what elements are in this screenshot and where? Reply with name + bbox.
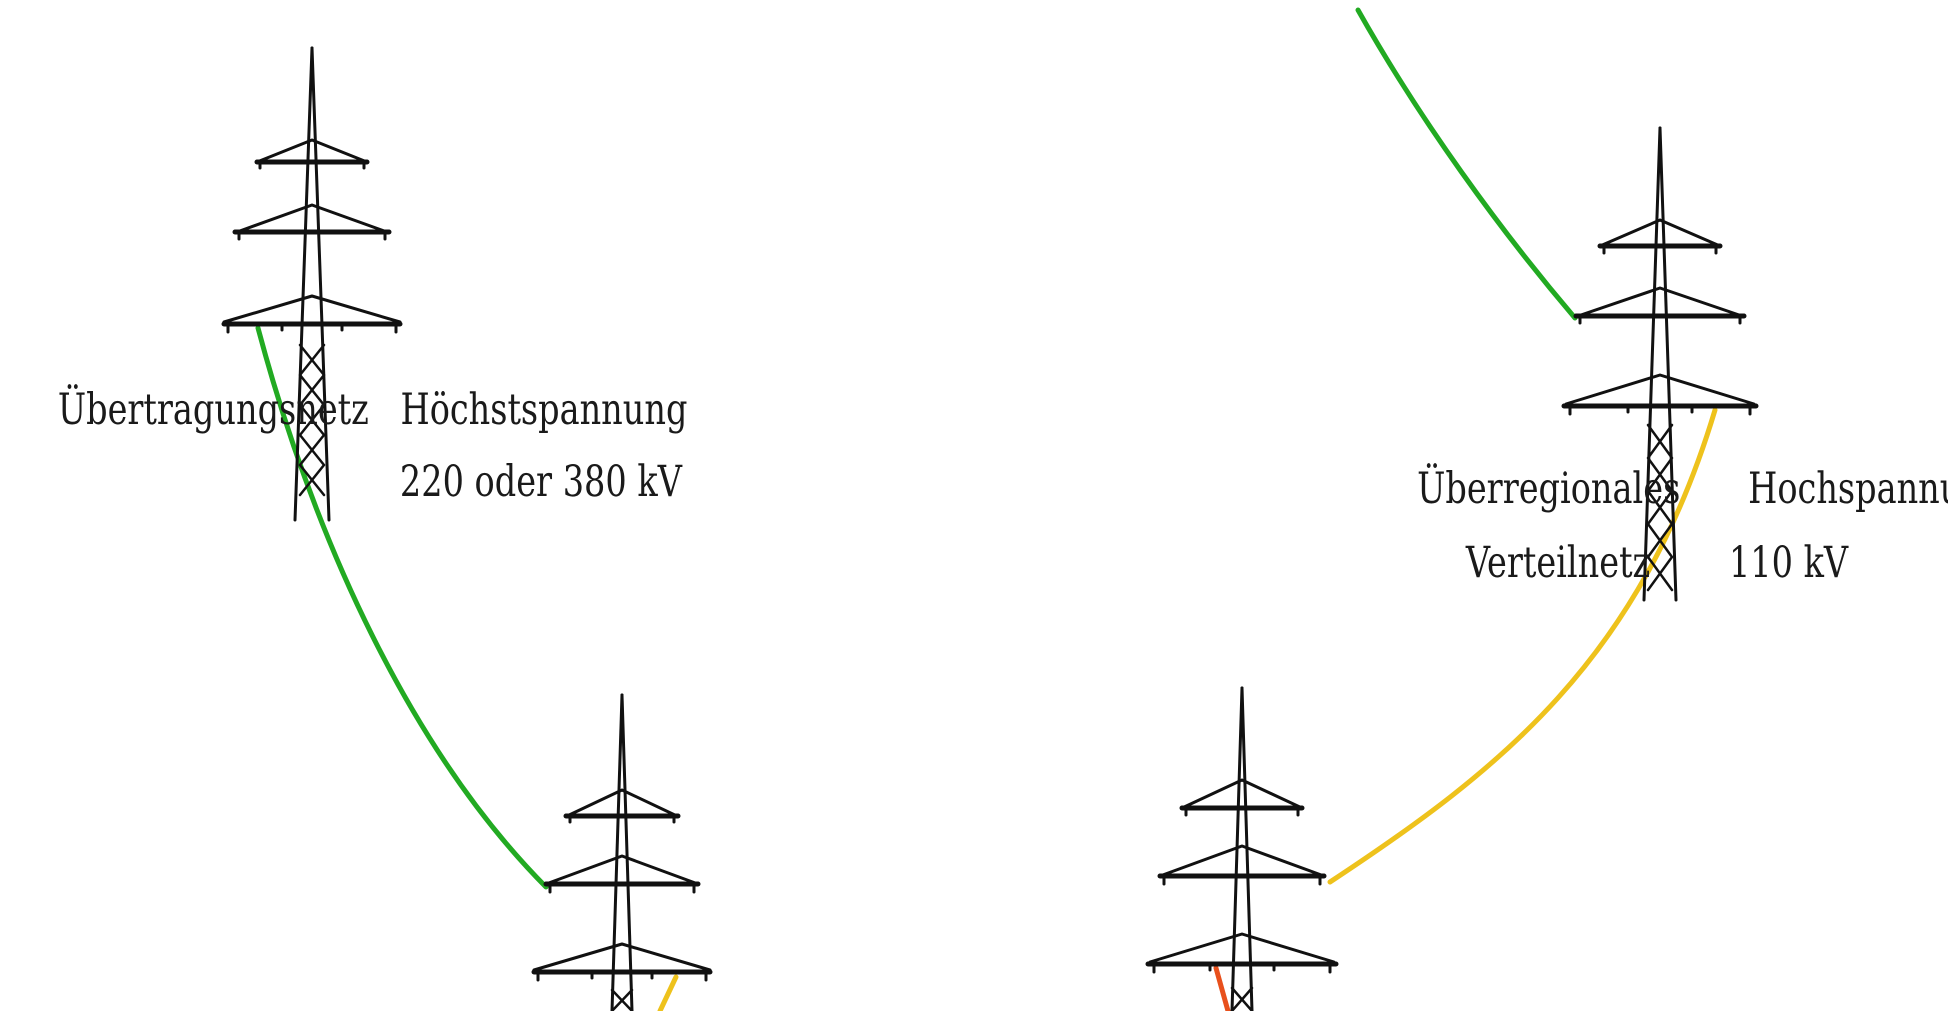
label-hochspannung: Hochspannung (1748, 464, 1948, 514)
label-110-kv: 110 kV (1729, 538, 1849, 588)
tower-transmission (221, 46, 403, 522)
tower-bottom-right (1145, 686, 1339, 1011)
yellow-cable-right (1327, 407, 1718, 885)
label-uebertragungsnetz: Übertragungsnetz (58, 383, 369, 435)
yellow-cable-bottom (657, 974, 679, 1011)
orange-cable-bottom (1213, 965, 1231, 1011)
green-cable-left (255, 325, 549, 890)
tower-bottom-left (531, 693, 713, 1011)
label-hoechstspannung: Höchstspannung (400, 385, 687, 435)
label-verteilnetz: Verteilnetz (1465, 538, 1650, 588)
green-cable-top (1355, 7, 1578, 321)
tower-distribution (1561, 126, 1759, 602)
label-ueberregionales: Überregionales (1417, 462, 1680, 514)
label-220-oder-380-kv: 220 oder 380 kV (400, 457, 683, 507)
